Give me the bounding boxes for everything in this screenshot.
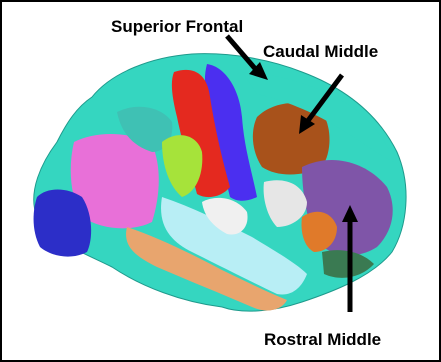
lateral-occipital-region: [34, 190, 92, 257]
superior-frontal-label: Superior Frontal: [111, 17, 243, 37]
rostral-middle-label: Rostral Middle: [264, 330, 381, 350]
caudal-middle-label: Caudal Middle: [263, 42, 378, 62]
